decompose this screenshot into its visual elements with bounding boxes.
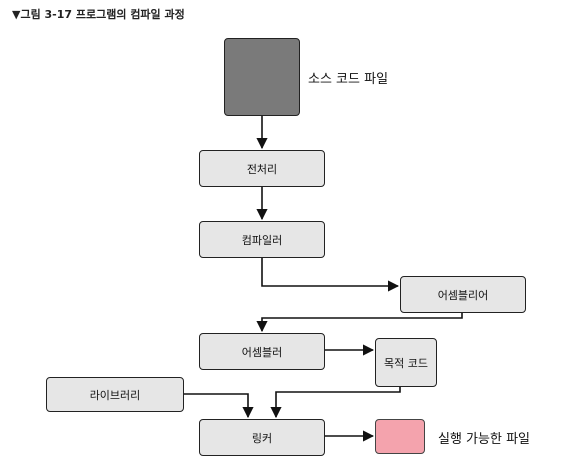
source-file-node <box>224 38 300 116</box>
figure-caption: ▼그림 3-17 프로그램의 컴파일 과정 <box>12 8 185 21</box>
library-node: 라이브러리 <box>46 377 184 412</box>
arrow-compiler-to-assembly <box>261 258 400 292</box>
assembly-language-node: 어셈블리어 <box>400 276 526 313</box>
assembler-node: 어셈블러 <box>199 333 325 370</box>
arrow-assembly-to-assembler <box>256 313 463 333</box>
object-code-node: 목적 코드 <box>375 338 437 387</box>
arrow-object-to-linker <box>270 387 401 419</box>
executable-node <box>375 419 425 454</box>
preprocessor-node: 전처리 <box>199 150 325 187</box>
arrow-library-to-linker <box>184 393 254 419</box>
linker-node: 링커 <box>199 419 325 456</box>
source-file-label: 소스 코드 파일 <box>308 72 389 87</box>
compiler-node: 컴파일러 <box>199 221 325 258</box>
executable-label: 실행 가능한 파일 <box>438 432 530 447</box>
